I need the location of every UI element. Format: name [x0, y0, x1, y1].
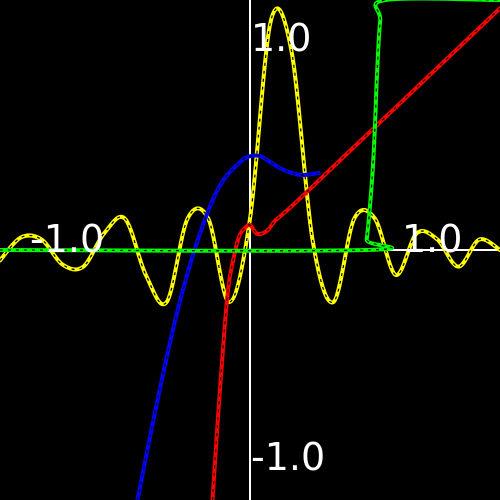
tick-labels: -1.0 1.0 1.0 -1.0 — [30, 16, 462, 479]
series-1 — [135, 153, 321, 500]
series-dash-3 — [0, 0, 500, 251]
y-tick-label-pos: 1.0 — [251, 16, 311, 60]
x-tick-label-pos: 1.0 — [402, 217, 462, 261]
series-0 — [0, 6, 500, 307]
series-dash-1 — [136, 154, 319, 500]
series-3 — [0, 0, 500, 253]
series-dash-2 — [211, 7, 500, 500]
x-tick-label-neg: -1.0 — [30, 217, 104, 261]
y-tick-label-neg: -1.0 — [251, 435, 325, 479]
series-dash-0 — [0, 7, 500, 305]
